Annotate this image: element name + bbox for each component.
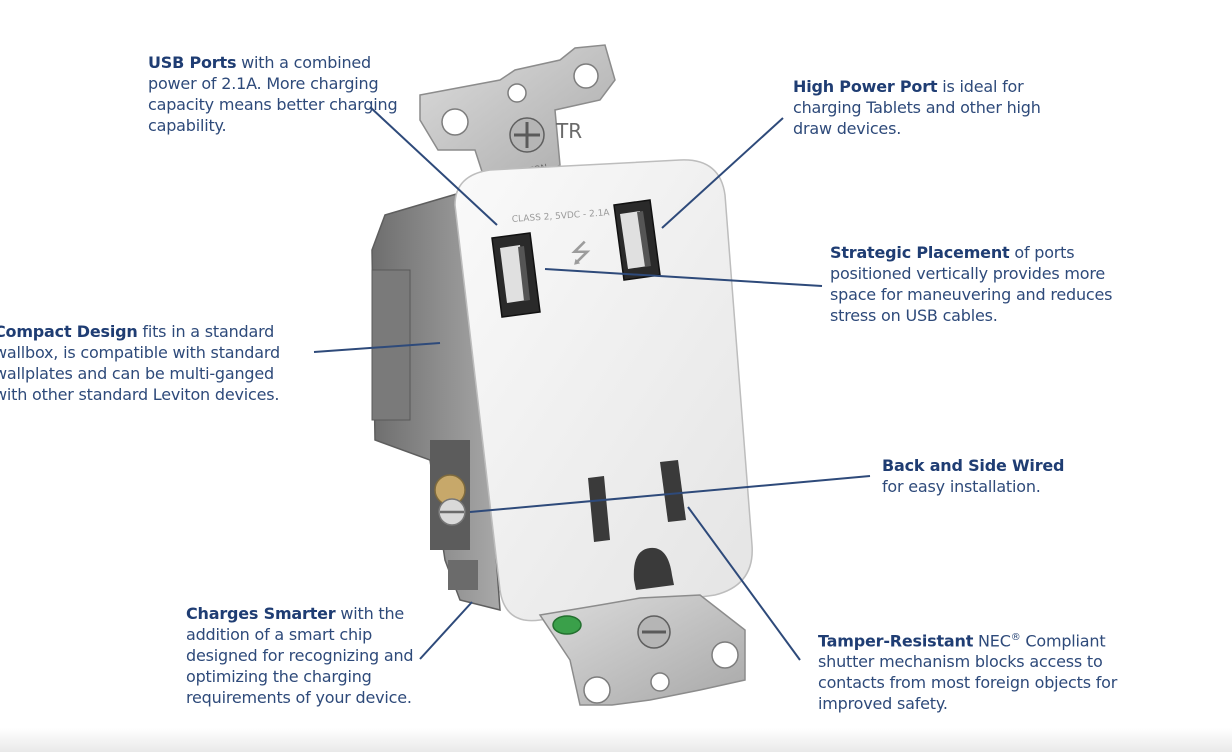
callout-body: is ideal for charging Tablets and other …: [793, 77, 1041, 138]
callout-title: Back and Side Wired: [882, 456, 1065, 475]
callout-charges: Charges Smarter with the addition of a s…: [186, 603, 438, 708]
callout-body-pre: NEC: [973, 631, 1011, 651]
leader-strategic: [544, 268, 823, 287]
callout-usb-ports: USB Ports with a combined power of 2.1A.…: [148, 52, 408, 136]
leader-compact: [313, 342, 441, 353]
outlet-slots: [588, 460, 686, 590]
leader-usb-ports: [369, 106, 498, 226]
callout-compact: Compact Design fits in a standard wallbo…: [0, 321, 310, 405]
callout-title: Tamper-Resistant: [818, 631, 974, 651]
callout-body: with a combined power of 2.1A. More char…: [148, 53, 398, 135]
usb-symbol-icon: ⭍: [570, 239, 592, 269]
callout-title: Charges Smarter: [186, 604, 336, 623]
usb-port-left: [491, 232, 541, 318]
callout-high-power: High Power Port is ideal for charging Ta…: [793, 76, 1043, 139]
callout-back-side: Back and Side Wired for easy installation…: [882, 455, 1082, 497]
callout-title: USB Ports: [148, 53, 237, 72]
callout-title: High Power Port: [793, 77, 938, 96]
callout-tamper: Tamper-Resistant NEC® Compliant shutter …: [818, 627, 1138, 714]
leader-tamper: [687, 506, 801, 661]
leader-high-power: [661, 117, 784, 229]
bottom-fade: [0, 728, 1232, 752]
callout-body: for easy installation.: [882, 477, 1041, 496]
tr-mark: TR: [555, 119, 582, 143]
callout-title: Compact Design: [0, 322, 138, 341]
callout-body: Compliant shutter mechanism blocks acces…: [818, 631, 1118, 714]
registered-mark: ®: [1010, 632, 1021, 643]
callout-body: with the addition of a smart chip design…: [186, 604, 414, 707]
callout-body: fits in a standard wallbox, is compatibl…: [0, 322, 280, 404]
callout-body: of ports positioned vertically provides …: [830, 243, 1113, 325]
callout-strategic: Strategic Placement of ports positioned …: [830, 242, 1120, 326]
ground-screw-green: [552, 615, 582, 635]
callout-title: Strategic Placement: [830, 243, 1010, 262]
leader-charges: [419, 601, 473, 660]
bottom-mounting-strap: [538, 594, 746, 706]
leader-back-side: [469, 475, 871, 513]
usb-port-right: [613, 199, 661, 281]
side-terminal-screws: [430, 440, 478, 590]
